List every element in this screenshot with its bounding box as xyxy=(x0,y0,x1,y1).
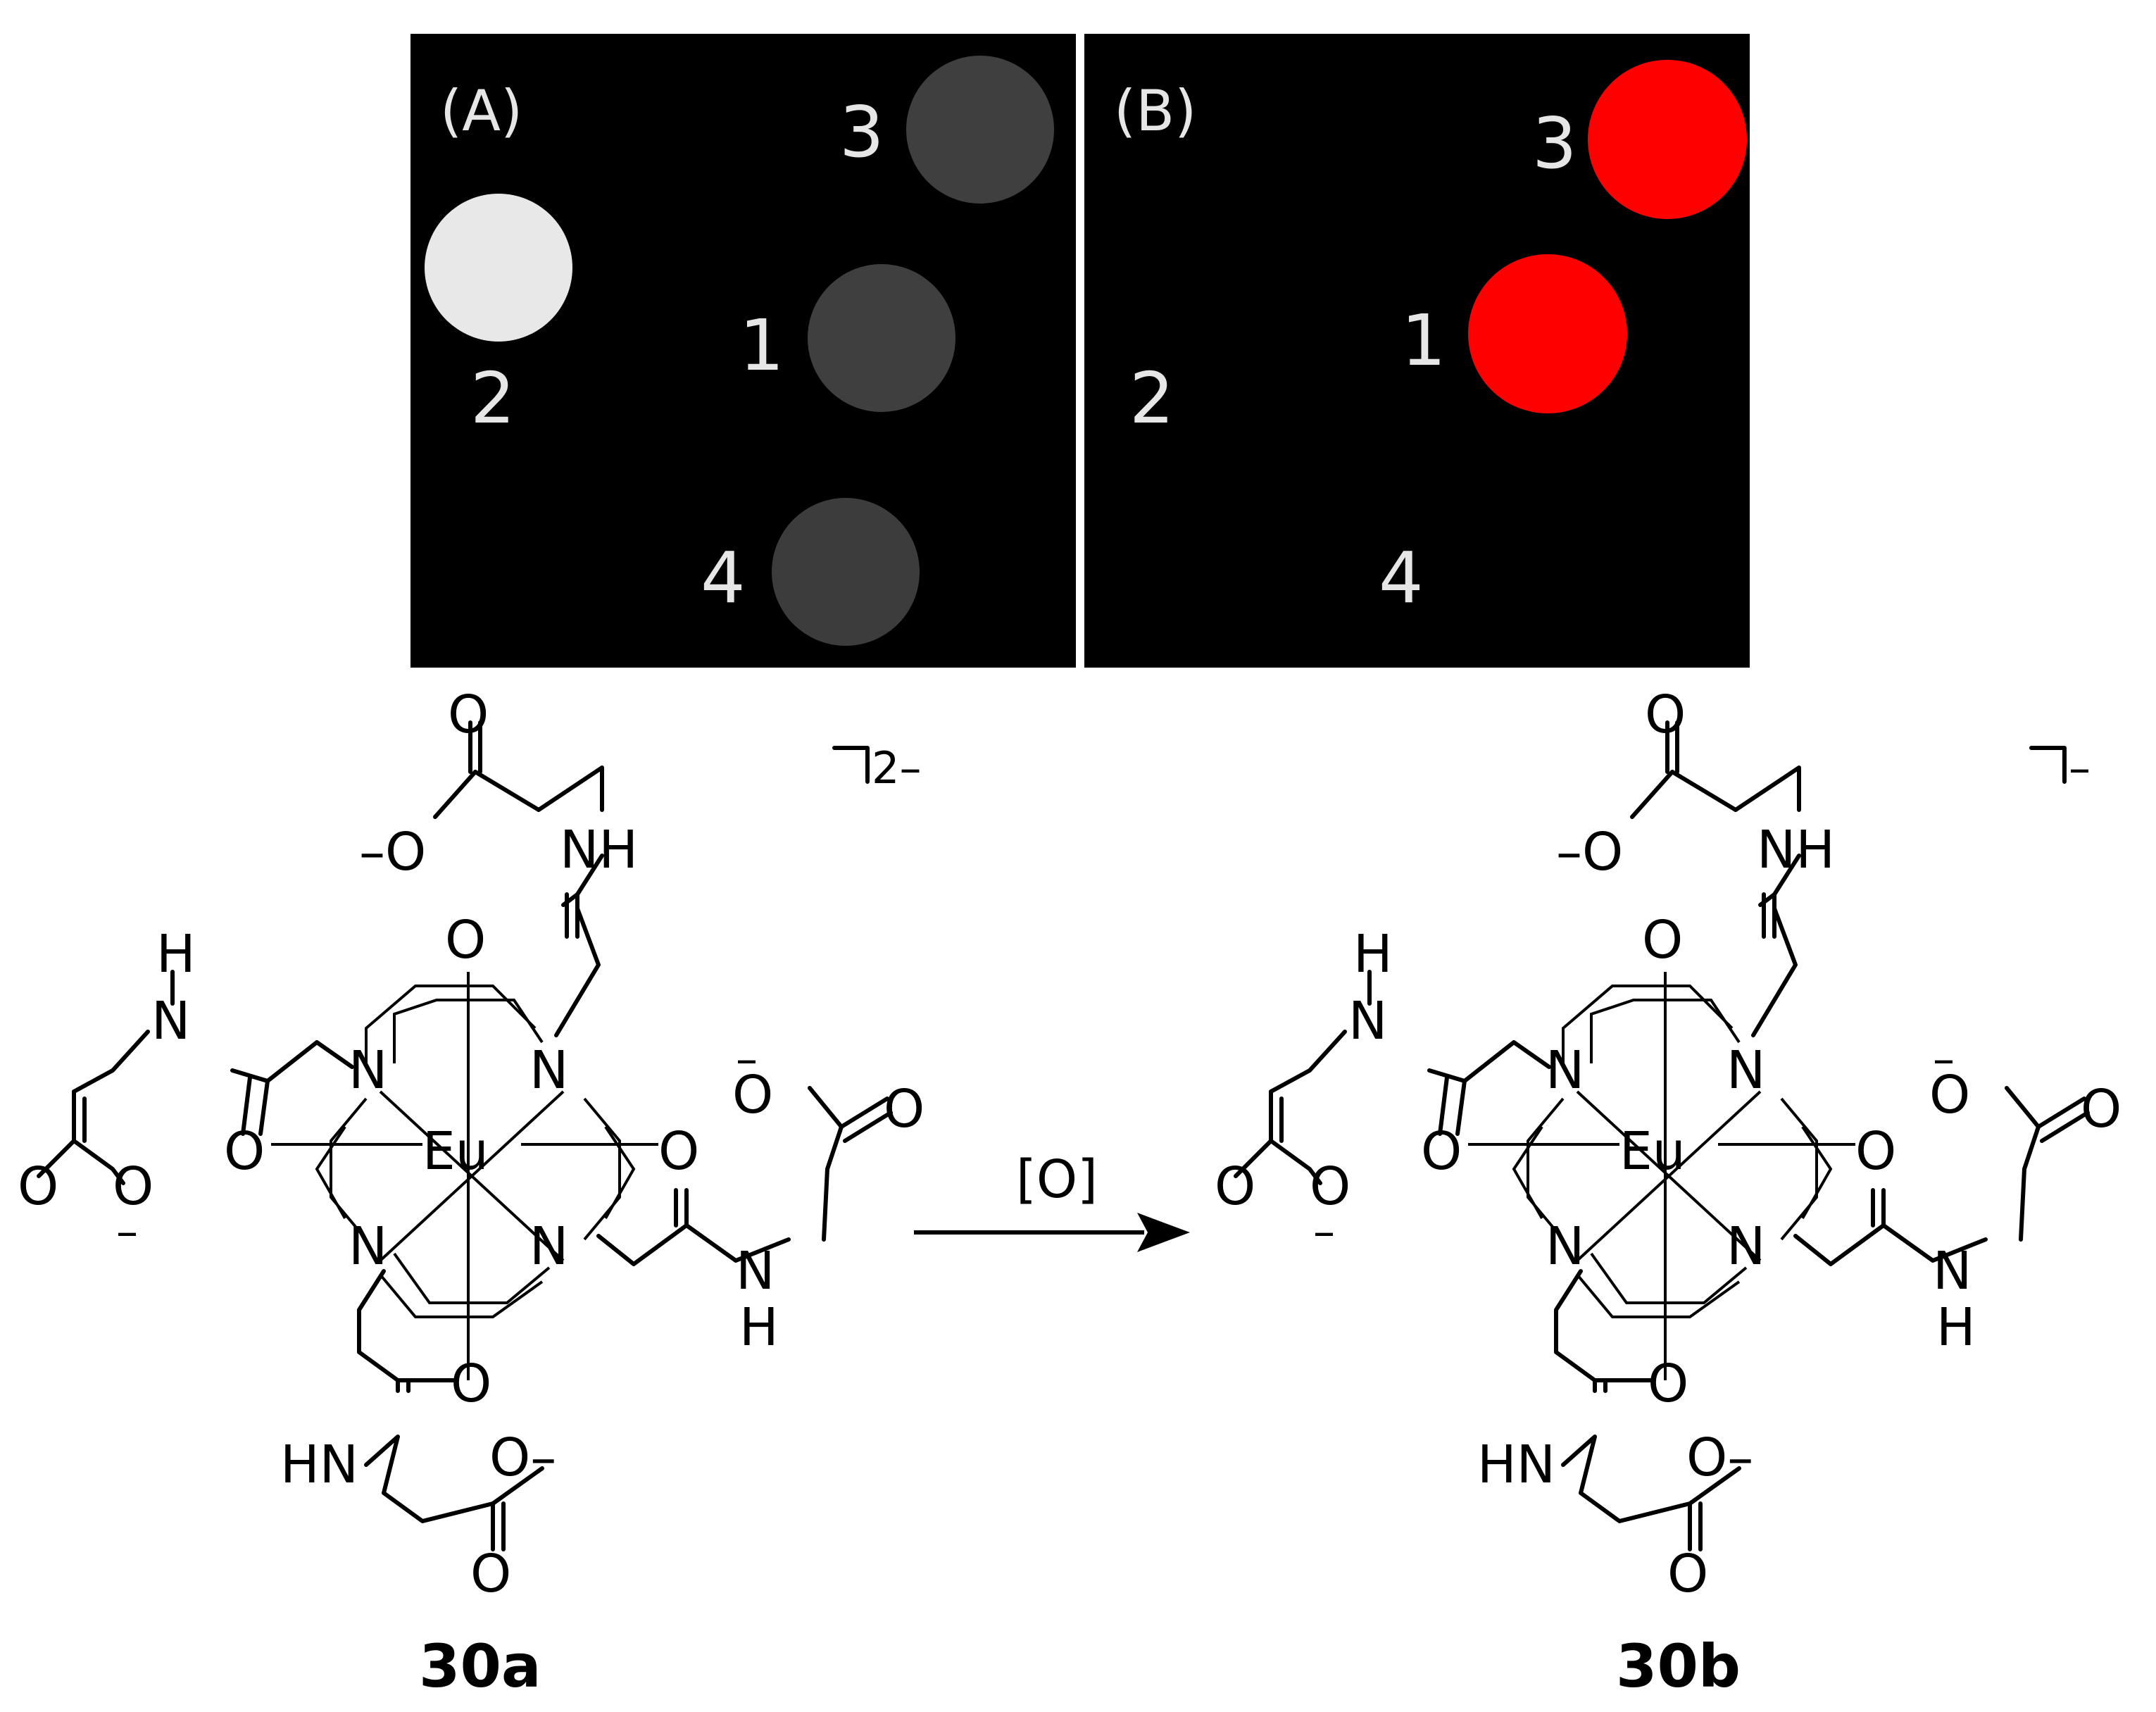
atom-eu: Eu xyxy=(422,1121,489,1182)
atom-nh-top: NH xyxy=(1757,820,1835,880)
reaction-arrow: [O] xyxy=(914,1149,1190,1252)
atom-h-left: H xyxy=(156,924,196,985)
atom-o-left-carboxyl: O xyxy=(18,1156,58,1217)
atom-o-left-carboxyl: O xyxy=(1215,1156,1255,1217)
atom-o-bottom-amide: O xyxy=(451,1354,491,1414)
panel-a-spot-4 xyxy=(772,498,920,646)
panel-b: (B) 3 2 1 4 xyxy=(1084,34,1750,668)
atom-n-ring-bottom-left: N xyxy=(1546,1216,1584,1277)
complex-charge-30a: 2– xyxy=(872,742,921,794)
atom-o-top-carbonyl: O xyxy=(1645,685,1686,745)
atom-hn-bottom: HN xyxy=(1477,1435,1555,1495)
panel-b-spot-1-label: 1 xyxy=(1401,299,1446,382)
panel-b-spot-4-label: 4 xyxy=(1379,537,1424,619)
atom-o-top-carbonyl: O xyxy=(448,685,489,745)
reagent-label: [O] xyxy=(1016,1149,1098,1210)
panel-b-spot-3-label: 3 xyxy=(1532,102,1577,185)
atom-n-ring-top-right: N xyxy=(529,1040,568,1101)
arrow-head-icon xyxy=(1137,1213,1190,1252)
atom-o-right-amide: O xyxy=(1855,1121,1896,1182)
panel-b-spot-3 xyxy=(1588,60,1747,219)
atom-o-left-carboxyl-minus: O xyxy=(113,1156,153,1217)
panel-a-spot-3 xyxy=(906,56,1054,204)
compound-label-30b: 30b xyxy=(1616,1632,1741,1701)
panel-a-spot-1 xyxy=(808,264,955,412)
atom-n-left-amide: N xyxy=(1348,991,1387,1051)
atom-o-top-amide: O xyxy=(1642,910,1683,970)
atom-o-right-carboxyl: O xyxy=(884,1079,925,1139)
atom-o-right-carboxyl-minus: O xyxy=(732,1065,773,1125)
atom-o-left-amide: O xyxy=(1421,1121,1462,1182)
atom-o-bottom-amide: O xyxy=(1648,1354,1688,1414)
atom-h-left: H xyxy=(1353,924,1393,985)
atom-h-right: H xyxy=(1936,1297,1976,1358)
panel-b-label: (B) xyxy=(1114,78,1196,144)
atom-o-right-carboxyl: O xyxy=(2081,1079,2121,1139)
atom-o-minus-top: –O xyxy=(1556,822,1623,882)
atom-o-left-carboxyl-minus: O xyxy=(1310,1156,1350,1217)
panel-a-spot-1-label: 1 xyxy=(739,304,784,387)
panel-a-label: (A) xyxy=(440,78,522,144)
atom-o-right-amide: O xyxy=(658,1121,699,1182)
atom-n-ring-bottom-right: N xyxy=(1726,1216,1765,1277)
atom-n-ring-top-right: N xyxy=(1726,1040,1765,1101)
molecule-30a: O –O NH O H N N N – O O O Eu O O O – N N… xyxy=(18,685,925,1701)
atom-minus-left: – xyxy=(1313,1206,1335,1257)
atom-h-right: H xyxy=(739,1297,779,1358)
atom-o-minus-right-top: – xyxy=(736,1033,758,1085)
atom-n-ring-bottom-right: N xyxy=(529,1216,568,1277)
panel-a-spot-3-label: 3 xyxy=(839,91,884,173)
atom-n-ring-top-left: N xyxy=(349,1040,387,1101)
atom-n-ring-bottom-left: N xyxy=(349,1216,387,1277)
complex-charge-30b: – xyxy=(2069,742,2091,794)
atom-n-ring-top-left: N xyxy=(1546,1040,1584,1101)
atom-hn-bottom: HN xyxy=(280,1435,358,1495)
atom-o-minus-right-top: – xyxy=(1933,1033,1955,1085)
atom-n-left-amide: N xyxy=(151,991,190,1051)
molecule-30b: O –O NH O H N N N – O O O Eu O O O – N N… xyxy=(1215,685,2121,1701)
panel-b-spot-1 xyxy=(1468,254,1627,413)
atom-eu: Eu xyxy=(1619,1121,1686,1182)
atom-nh-right: N xyxy=(736,1241,775,1301)
atom-o-right-carboxyl-minus: O xyxy=(1929,1065,1970,1125)
atom-o-minus-bottom: O– xyxy=(489,1427,556,1488)
atom-o-bottom-carboxyl: O xyxy=(1667,1544,1708,1604)
atom-nh-right: N xyxy=(1933,1241,1972,1301)
atom-o-top-amide: O xyxy=(445,910,486,970)
atom-o-minus-bottom: O– xyxy=(1686,1427,1753,1488)
panel-a-spot-4-label: 4 xyxy=(701,537,746,619)
panel-a-spot-2-label: 2 xyxy=(470,357,515,439)
atom-minus-left: – xyxy=(116,1206,138,1257)
panel-b-spot-2-label: 2 xyxy=(1129,357,1174,439)
atom-o-minus-top: –O xyxy=(359,822,426,882)
compound-label-30a: 30a xyxy=(419,1632,541,1701)
panel-a: (A) 3 2 1 4 xyxy=(410,34,1076,668)
atom-o-bottom-carboxyl: O xyxy=(470,1544,511,1604)
atom-o-left-amide: O xyxy=(224,1121,265,1182)
panel-a-spot-2 xyxy=(425,194,572,342)
atom-nh-top: NH xyxy=(560,820,638,880)
